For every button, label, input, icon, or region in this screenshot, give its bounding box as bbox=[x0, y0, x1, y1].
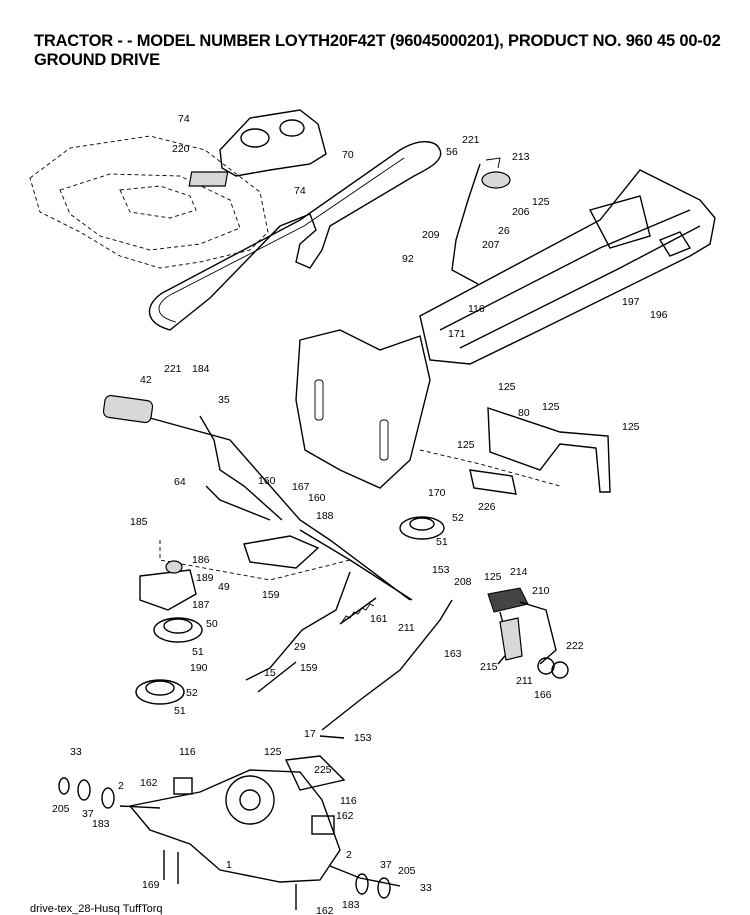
callout-49: 49 bbox=[218, 581, 230, 593]
callout-17: 17 bbox=[304, 728, 316, 740]
callout-52: 52 bbox=[452, 512, 464, 524]
callout-51: 51 bbox=[436, 536, 448, 548]
callout-64: 64 bbox=[174, 476, 186, 488]
page-title: TRACTOR - - MODEL NUMBER LOYTH20F42T (96… bbox=[34, 32, 721, 70]
callout-125: 125 bbox=[484, 571, 502, 583]
transaxle bbox=[58, 755, 401, 910]
callout-209: 209 bbox=[422, 229, 440, 241]
callout-215: 215 bbox=[480, 661, 498, 673]
callout-116: 116 bbox=[179, 746, 196, 758]
callout-50: 50 bbox=[206, 618, 218, 630]
callout-184: 184 bbox=[192, 363, 210, 375]
drive-belt bbox=[148, 141, 442, 331]
callout-51: 51 bbox=[174, 705, 186, 717]
callout-225: 225 bbox=[314, 764, 332, 776]
callout-15: 15 bbox=[264, 667, 276, 679]
callout-169: 169 bbox=[142, 879, 160, 891]
callout-2: 2 bbox=[118, 780, 124, 792]
callout-161: 161 bbox=[370, 613, 388, 625]
callout-125: 125 bbox=[498, 381, 516, 393]
pedal-assembly bbox=[487, 587, 569, 679]
callout-162: 162 bbox=[336, 810, 354, 822]
title-line-1: TRACTOR - - MODEL NUMBER LOYTH20F42T (96… bbox=[34, 32, 721, 50]
callout-211: 211 bbox=[516, 675, 533, 687]
callout-33: 33 bbox=[70, 746, 82, 758]
callout-183: 183 bbox=[92, 818, 110, 830]
callout-206: 206 bbox=[512, 206, 530, 218]
callout-167: 167 bbox=[292, 481, 310, 493]
callout-74: 74 bbox=[178, 113, 190, 125]
callout-159: 159 bbox=[262, 589, 280, 601]
callout-190: 190 bbox=[190, 662, 208, 674]
title-line-2: GROUND DRIVE bbox=[34, 51, 160, 69]
callout-70: 70 bbox=[342, 149, 354, 161]
callout-42: 42 bbox=[140, 374, 152, 386]
callout-188: 188 bbox=[316, 510, 334, 522]
pedal-shafts bbox=[102, 394, 413, 601]
callout-116: 116 bbox=[340, 795, 357, 807]
footer-diagram-code: drive-tex_28-Husq TuffTorq bbox=[30, 903, 163, 915]
callout-213: 213 bbox=[512, 151, 530, 163]
tractor-frame bbox=[295, 169, 716, 489]
callout-171: 171 bbox=[448, 328, 466, 340]
callout-125: 125 bbox=[542, 401, 560, 413]
callout-185: 185 bbox=[130, 516, 148, 528]
callout-1: 1 bbox=[226, 859, 232, 871]
callout-196: 196 bbox=[650, 309, 668, 321]
callout-35: 35 bbox=[218, 394, 230, 406]
callout-37: 37 bbox=[380, 859, 392, 871]
callout-208: 208 bbox=[454, 576, 472, 588]
callout-2: 2 bbox=[346, 849, 352, 861]
callout-220: 220 bbox=[172, 143, 190, 155]
callout-197: 197 bbox=[622, 296, 640, 308]
callout-226: 226 bbox=[478, 501, 496, 513]
idler-pulleys bbox=[135, 516, 445, 705]
brackets bbox=[419, 407, 611, 495]
callout-160: 160 bbox=[258, 475, 276, 487]
callout-56: 56 bbox=[446, 146, 458, 158]
callout-207: 207 bbox=[482, 239, 500, 251]
callout-125: 125 bbox=[264, 746, 282, 758]
callout-183: 183 bbox=[342, 899, 360, 911]
callout-221: 221 bbox=[462, 134, 480, 146]
callout-211: 211 bbox=[398, 622, 415, 634]
callout-210: 210 bbox=[532, 585, 550, 597]
callout-170: 170 bbox=[428, 487, 446, 499]
callout-187: 187 bbox=[192, 599, 210, 611]
callout-125: 125 bbox=[622, 421, 640, 433]
callout-189: 189 bbox=[196, 572, 214, 584]
callout-162: 162 bbox=[140, 777, 158, 789]
callout-186: 186 bbox=[192, 554, 210, 566]
seat-pan-outline bbox=[29, 135, 269, 269]
callout-166: 166 bbox=[534, 689, 552, 701]
callout-221: 221 bbox=[164, 363, 182, 375]
callout-160: 160 bbox=[308, 492, 326, 504]
callout-159: 159 bbox=[300, 662, 318, 674]
callout-37: 37 bbox=[82, 808, 94, 820]
callout-162: 162 bbox=[316, 905, 334, 914]
callout-29: 29 bbox=[294, 641, 306, 653]
callout-163: 163 bbox=[444, 648, 462, 660]
shroud-part-70 bbox=[188, 109, 327, 187]
callout-205: 205 bbox=[398, 865, 416, 877]
callout-205: 205 bbox=[52, 803, 70, 815]
callout-52: 52 bbox=[186, 687, 198, 699]
callout-125: 125 bbox=[457, 439, 475, 451]
shift-rod bbox=[451, 157, 511, 285]
callout-33: 33 bbox=[420, 882, 432, 894]
callout-80: 80 bbox=[518, 407, 530, 419]
callout-51: 51 bbox=[192, 646, 204, 658]
callout-74: 74 bbox=[294, 185, 306, 197]
callout-26: 26 bbox=[498, 225, 510, 237]
callout-153: 153 bbox=[354, 732, 372, 744]
callout-214: 214 bbox=[510, 566, 528, 578]
rods-and-springs bbox=[245, 571, 453, 739]
callout-125: 125 bbox=[532, 196, 550, 208]
callout-92: 92 bbox=[402, 253, 414, 265]
callout-116: 116 bbox=[468, 303, 485, 315]
callout-153: 153 bbox=[432, 564, 450, 576]
callout-222: 222 bbox=[566, 640, 584, 652]
